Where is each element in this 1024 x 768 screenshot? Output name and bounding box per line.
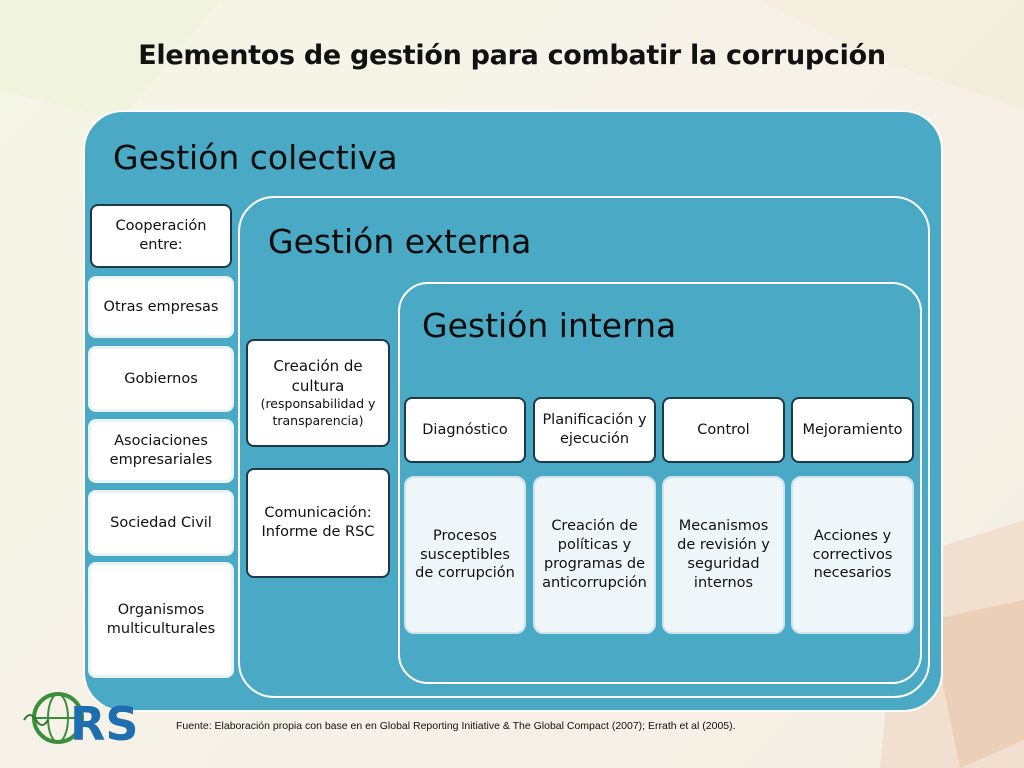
other-companies-box: Otras empresas (88, 276, 234, 338)
header-control: Control (662, 397, 785, 463)
globe-icon (23, 692, 84, 744)
interna-title: Gestión interna (422, 306, 677, 345)
page-title: Elementos de gestión para combatir la co… (138, 40, 886, 71)
logo-text: RS (70, 697, 139, 751)
cooperation-box: Cooperación entre: (90, 204, 232, 268)
header-planificacion: Planificación y ejecución (533, 397, 656, 463)
header-diagnostico: Diagnóstico (404, 397, 526, 463)
multicultural-organisms-box: Organismos multiculturales (88, 562, 234, 678)
governments-box: Gobiernos (88, 346, 234, 412)
header-mejoramiento: Mejoramiento (791, 397, 914, 463)
colectiva-title: Gestión colectiva (113, 138, 398, 177)
detail-mejoramiento: Acciones y correctivos necesarios (791, 476, 914, 634)
communication-box: Comunicación: Informe de RSC (246, 468, 390, 578)
externa-title: Gestión externa (268, 222, 532, 261)
source-footnote: Fuente: Elaboración propia con base en e… (176, 720, 736, 732)
civil-society-box: Sociedad Civil (88, 490, 234, 556)
ors-logo: RS (23, 692, 139, 751)
detail-planificacion: Creación de políticas y programas de ant… (533, 476, 656, 634)
business-associations-box: Asociaciones empresariales (88, 419, 234, 483)
detail-control: Mecanismos de revisión y seguridad inter… (662, 476, 785, 634)
detail-diagnostico: Procesos susceptibles de corrupción (404, 476, 526, 634)
culture-creation-subtitle: (responsabilidad y transparencia) (260, 396, 376, 428)
culture-creation-label: Creación de cultura (273, 357, 363, 395)
culture-creation-box: Creación de cultura (responsabilidad y t… (246, 339, 390, 447)
